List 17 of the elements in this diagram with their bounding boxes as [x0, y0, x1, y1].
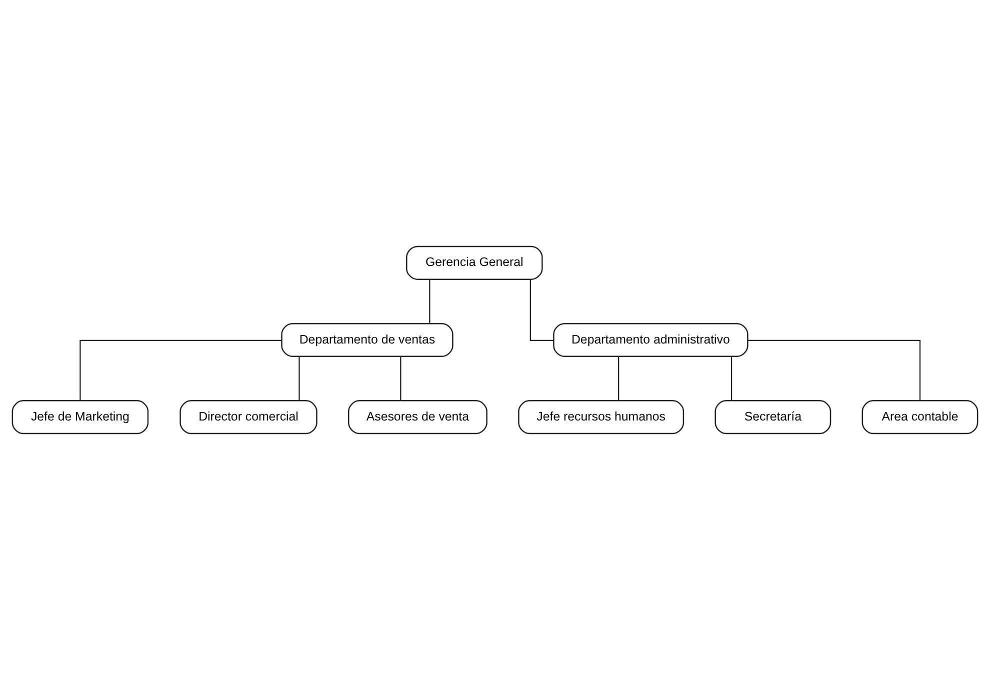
node-box: Director comercial	[180, 400, 318, 434]
node-box: Asesores de venta	[348, 400, 488, 434]
connector	[429, 280, 430, 324]
node-box: Jefe de Marketing	[12, 400, 149, 434]
connector	[748, 340, 921, 400]
connector	[530, 279, 554, 342]
node-box: Jefe recursos humanos	[518, 400, 684, 434]
node-box: Departamento de ventas	[281, 323, 454, 357]
connector	[730, 356, 732, 401]
connector	[618, 356, 620, 401]
node-box: Gerencia General	[406, 246, 543, 280]
connector	[298, 356, 300, 401]
node-box: Departamento administrativo	[553, 323, 748, 357]
connector	[80, 340, 282, 400]
node-box: Area contable	[862, 400, 978, 434]
connector	[400, 356, 402, 401]
node-box: Secretaría	[714, 400, 832, 434]
